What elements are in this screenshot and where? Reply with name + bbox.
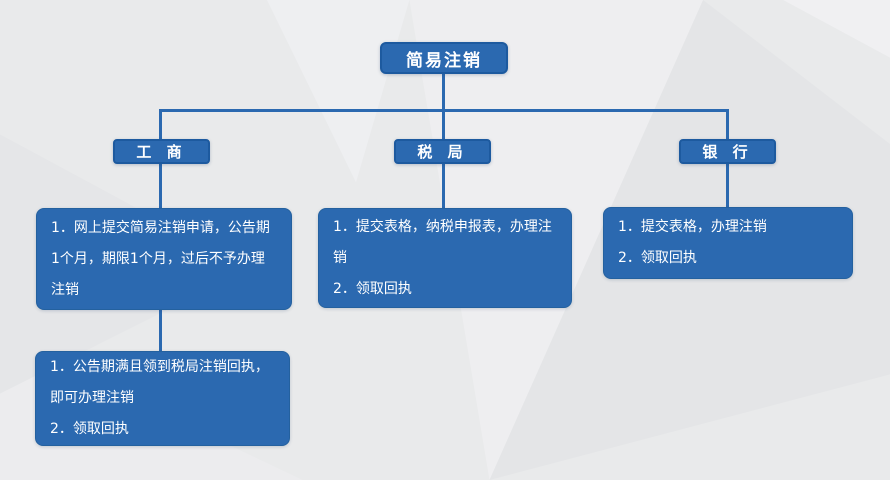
step-box-gongshang-1: 1．网上提交简易注销申请，公告期1个月，期限1个月，过后不予办理注销: [36, 208, 292, 310]
step-box-shuiju-1: 1．提交表格，纳税申报表，办理注销 2．领取回执: [318, 208, 572, 308]
root-node-label: 简易注销: [406, 50, 482, 71]
branch-header-gongshang: 工 商: [113, 139, 210, 164]
branch-header-yinhang: 银 行: [679, 139, 776, 164]
connector-root-stem: [442, 74, 445, 110]
step-item: 2．领取回执: [618, 250, 697, 266]
branch-header-label: 银 行: [702, 143, 753, 161]
root-node: 简易注销: [380, 42, 508, 74]
step-item: 2．领取回执: [50, 421, 129, 437]
connector-drop-gongshang: [159, 109, 162, 140]
connector-drop-yinhang: [726, 109, 729, 140]
step-box-yinhang-1: 1．提交表格，办理注销 2．领取回执: [603, 207, 853, 279]
connector-yinhang-to-box: [726, 162, 729, 208]
connector-gongshang-box1-to-box2: [159, 308, 162, 352]
branch-header-shuiju: 税 局: [394, 139, 491, 164]
connector-shuiju-to-box: [442, 162, 445, 209]
branch-header-label: 税 局: [417, 143, 468, 161]
step-item: 1．网上提交简易注销申请，公告期1个月，期限1个月，过后不予办理注销: [51, 219, 270, 298]
branch-header-label: 工 商: [136, 143, 187, 161]
step-item: 1．提交表格，纳税申报表，办理注销: [333, 218, 552, 266]
connector-gongshang-to-box: [159, 162, 162, 209]
step-box-gongshang-2: 1．公告期满且领到税局注销回执，即可办理注销 2．领取回执: [35, 351, 290, 446]
step-item: 2．领取回执: [333, 280, 412, 297]
step-item: 1．提交表格，办理注销: [618, 219, 767, 235]
connector-drop-shuiju: [442, 109, 445, 140]
step-item: 1．公告期满且领到税局注销回执，即可办理注销: [50, 359, 269, 406]
